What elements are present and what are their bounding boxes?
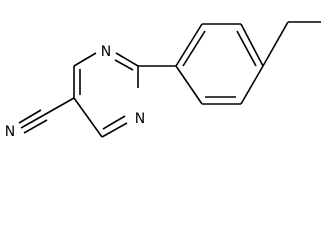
bond-triple-2 <box>18 109 42 124</box>
bond-ph-3-4 <box>240 23 264 67</box>
atom-label-n-bottom: N <box>135 111 145 127</box>
nitrile-group <box>18 97 75 134</box>
phenyl-ring <box>175 23 264 105</box>
bond-ph-4-5 <box>240 65 264 105</box>
bond-c4-c5 <box>73 97 103 138</box>
bond-ph-1-2-inner <box>182 30 206 67</box>
bond-triple-1 <box>20 114 45 129</box>
bond-n1-c2-inner <box>114 59 134 71</box>
atom-label-n-nitrile: N <box>5 124 15 140</box>
molecule-structure: N N N <box>5 21 321 140</box>
bond-n1-c2 <box>115 52 139 67</box>
pyrimidine-ring <box>73 52 139 138</box>
bond-n3-c4 <box>101 122 128 138</box>
bond-c5-cnitrile <box>43 97 75 116</box>
bond-ph-ch2 <box>262 21 289 67</box>
bond-ph-6-1 <box>175 65 203 105</box>
bond-ph-3-4-inner <box>236 30 257 67</box>
ethyl-group <box>262 21 321 67</box>
bond-n3-c4-inner <box>102 115 126 130</box>
bond-ph-1-2 <box>175 23 203 67</box>
bond-triple-3 <box>23 119 48 134</box>
atom-label-n-top: N <box>101 44 111 60</box>
bond-c6-n1 <box>73 52 97 67</box>
